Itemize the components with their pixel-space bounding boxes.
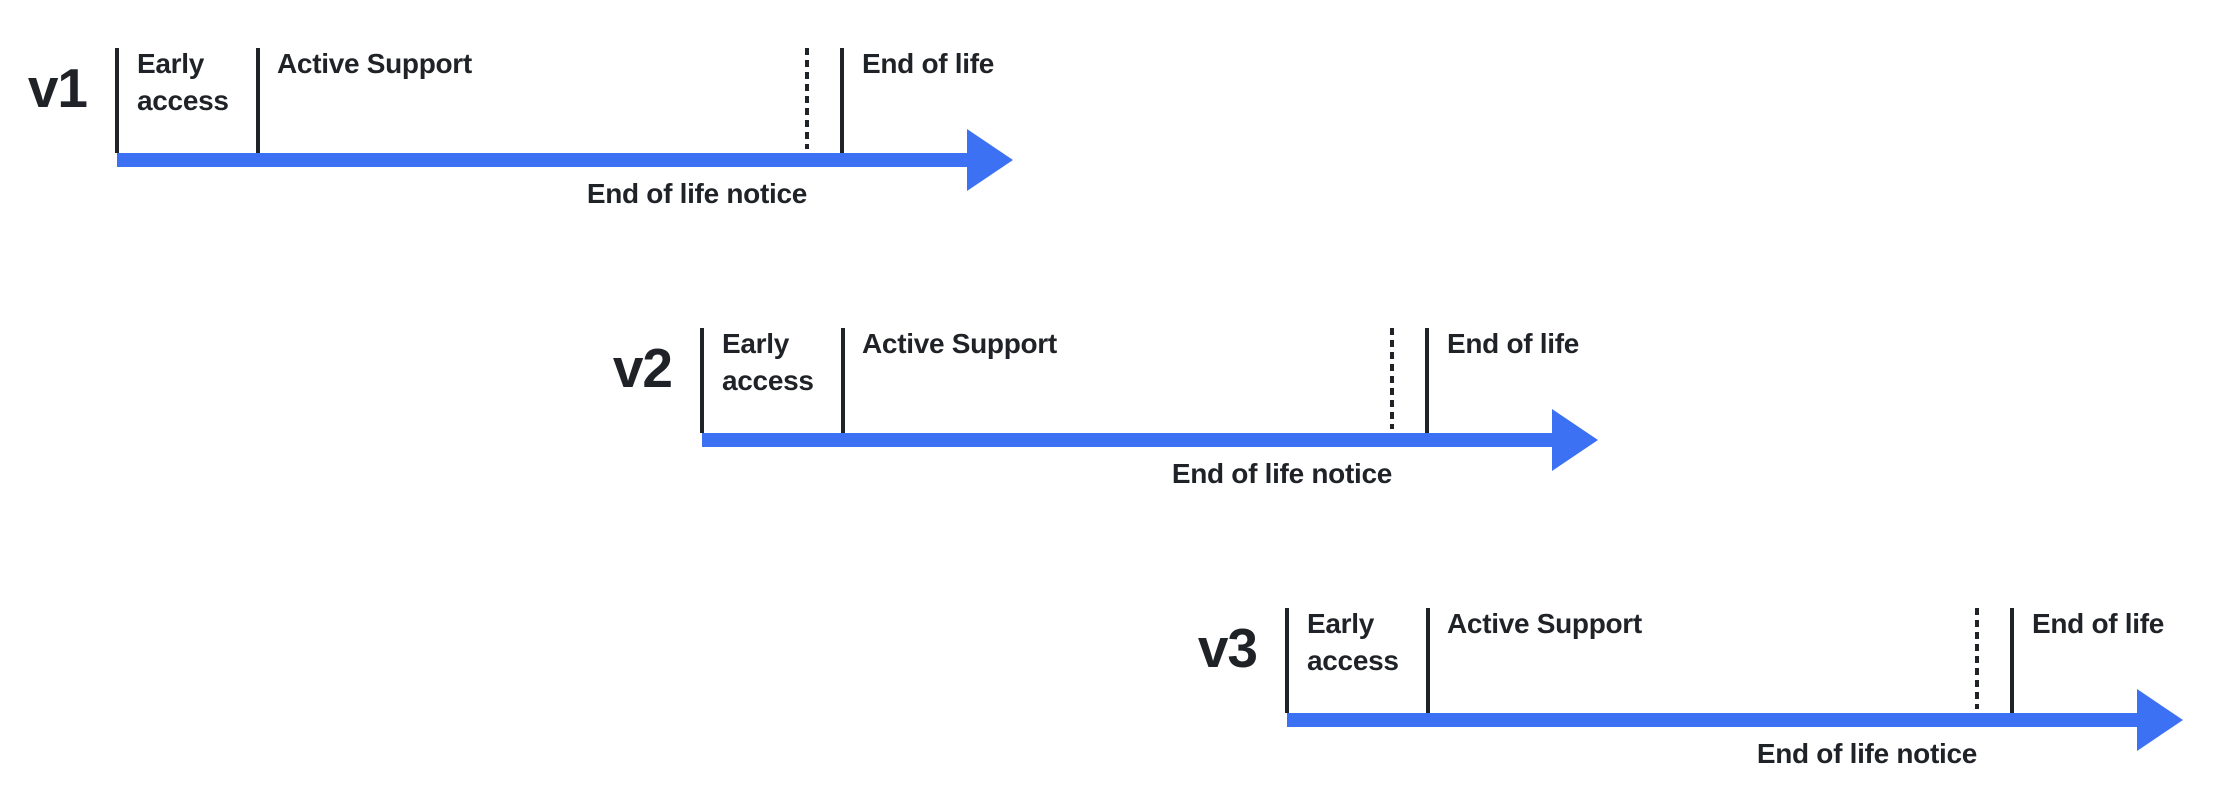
end-of-life-tick	[840, 48, 844, 153]
end-of-life-label: End of life	[1447, 328, 1580, 359]
active-support-label: Active Support	[862, 328, 1057, 359]
end-of-life-label: End of life	[862, 48, 995, 79]
timeline-v3: v3 Early access Active Support End of li…	[1187, 605, 2197, 785]
end-of-life-notice-label: End of life notice	[1171, 458, 1392, 489]
end-of-life-notice-dashed-line	[805, 48, 809, 149]
early-access-label: Early access	[722, 328, 814, 396]
active-support-start-tick	[256, 48, 260, 153]
timeline-v1: v1 Early access Active Support End of li…	[17, 45, 1027, 225]
early-access-label: Early access	[1307, 608, 1399, 676]
arrowhead-icon	[967, 129, 1013, 191]
timeline-arrow-shaft	[1287, 713, 2142, 727]
version-label-v2: v2	[612, 337, 673, 399]
end-of-life-tick	[1425, 328, 1429, 433]
early-access-start-tick	[115, 48, 119, 153]
version-label-v1: v1	[27, 57, 88, 119]
early-access-start-tick	[700, 328, 704, 433]
early-access-start-tick	[1285, 608, 1289, 713]
version-label-v3: v3	[1197, 617, 1258, 679]
active-support-start-tick	[1426, 608, 1430, 713]
active-support-label: Active Support	[1447, 608, 1642, 639]
end-of-life-notice-dashed-line	[1975, 608, 1979, 709]
end-of-life-notice-label: End of life notice	[1756, 738, 1977, 769]
arrowhead-icon	[2137, 689, 2183, 751]
timeline-arrow-shaft	[702, 433, 1557, 447]
end-of-life-tick	[2010, 608, 2014, 713]
active-support-start-tick	[841, 328, 845, 433]
end-of-life-notice-label: End of life notice	[586, 178, 807, 209]
timeline-v2: v2 Early access Active Support End of li…	[602, 325, 1612, 505]
arrowhead-icon	[1552, 409, 1598, 471]
end-of-life-notice-dashed-line	[1390, 328, 1394, 429]
timeline-arrow-shaft	[117, 153, 972, 167]
early-access-label: Early access	[137, 48, 229, 116]
end-of-life-label: End of life	[2032, 608, 2165, 639]
active-support-label: Active Support	[277, 48, 472, 79]
